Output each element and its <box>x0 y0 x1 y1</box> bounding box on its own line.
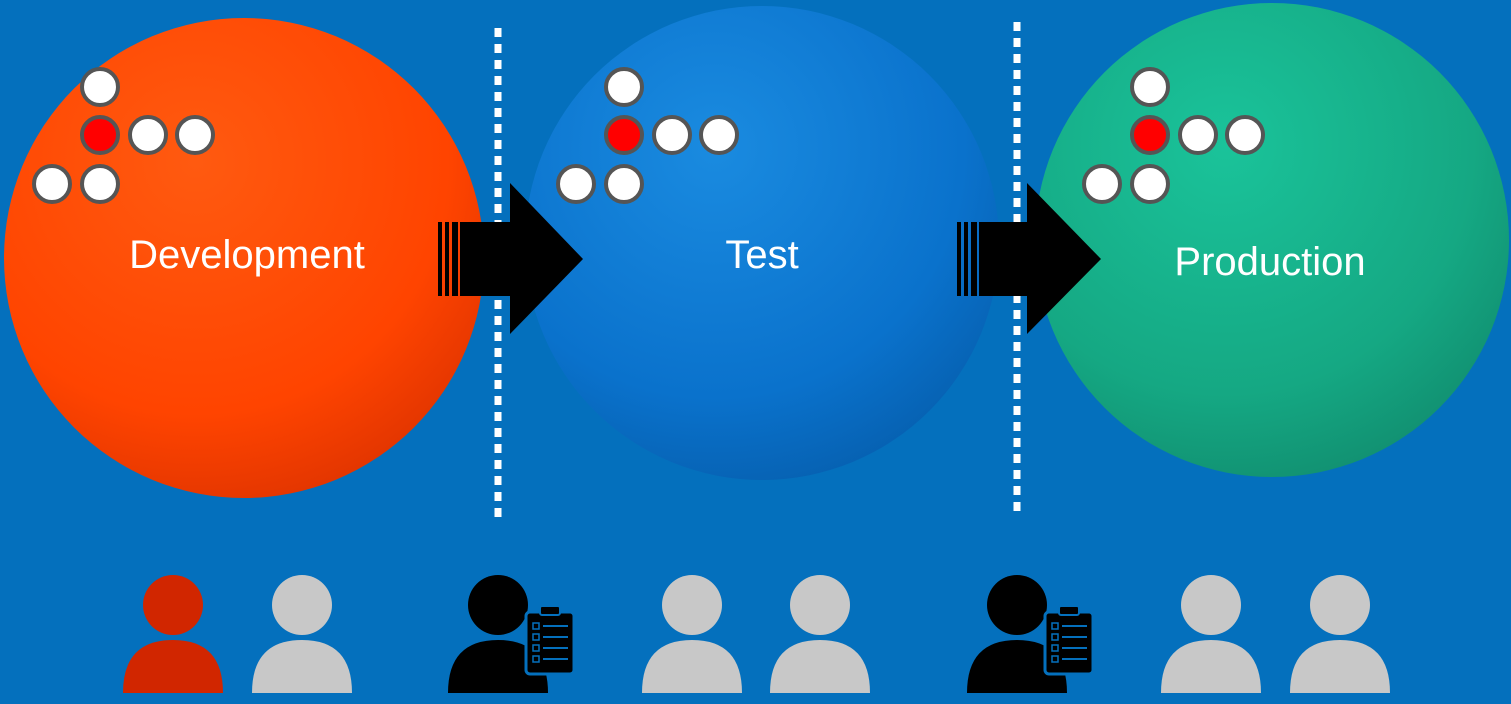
person-clipboard-icon <box>967 575 1095 693</box>
stage-label-production: Production <box>1174 240 1366 284</box>
stage-label-test: Test <box>725 233 799 277</box>
graph-icon <box>32 67 215 204</box>
person-icon <box>1161 575 1261 693</box>
stage-circle-test <box>525 6 999 480</box>
person-icon <box>642 575 742 693</box>
clipboard-icon <box>524 605 576 676</box>
stage-label-development: Development <box>129 233 365 277</box>
person-icon <box>123 575 223 693</box>
person-icon <box>252 575 352 693</box>
person-clipboard-icon <box>448 575 576 693</box>
graph-icon <box>1082 67 1265 204</box>
arrow-right-icon <box>438 183 583 334</box>
arrow-right-icon <box>957 183 1101 334</box>
graph-icon <box>556 67 739 204</box>
clipboard-icon <box>1043 605 1095 676</box>
person-icon <box>770 575 870 693</box>
person-icon <box>1290 575 1390 693</box>
stage-circle-development <box>4 18 484 498</box>
